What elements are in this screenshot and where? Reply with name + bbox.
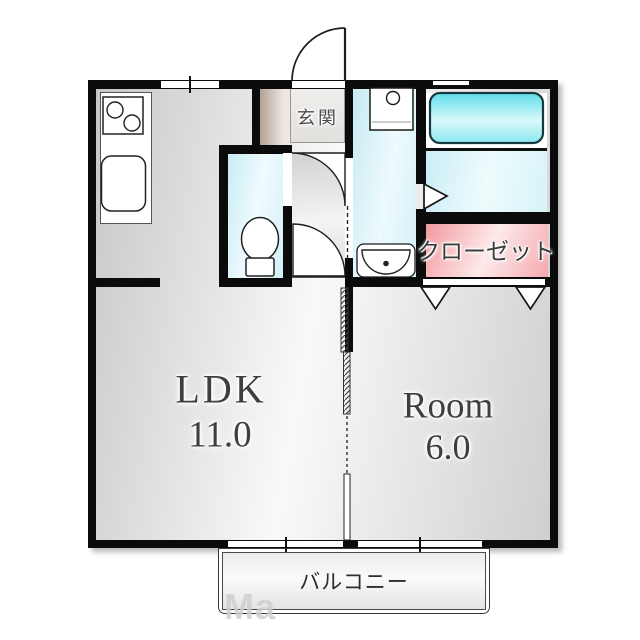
- bathroom-deck: [426, 93, 547, 148]
- closet-floor: [424, 224, 548, 277]
- wall-kitchen-stub: [88, 278, 160, 287]
- hallway-floor: [292, 153, 345, 277]
- window-tick-bottom-ldk: [285, 537, 287, 552]
- toilet-room-floor: [228, 153, 283, 278]
- entrance-door-arc-icon: [291, 27, 347, 82]
- wall-toilet-top: [219, 145, 292, 154]
- wall-right: [550, 80, 558, 548]
- wall-partition-segment: [345, 278, 353, 352]
- genkan-label: 玄関: [297, 108, 339, 128]
- genkan-floor: [290, 88, 345, 143]
- bathroom-floor: [426, 148, 547, 212]
- watermark-text: Ma: [224, 586, 277, 627]
- kitchen-counter: [100, 92, 152, 224]
- wall-bath-left-upper: [416, 89, 426, 184]
- ldk-size-label: 11.0: [188, 414, 252, 456]
- wall-hall-right-upper: [345, 80, 353, 158]
- balcony-label: バルコニー: [299, 571, 409, 594]
- window-tick-bottom-room: [419, 537, 421, 552]
- window-tick-top: [189, 76, 191, 93]
- balcony-area: バルコニー: [218, 548, 490, 614]
- wall-hall-right-lower: [345, 258, 353, 287]
- washroom-floor: [353, 89, 416, 277]
- wall-left: [88, 80, 96, 548]
- room-label: Room: [402, 385, 494, 427]
- wall-closet-left: [416, 209, 426, 287]
- window-bathroom: [432, 80, 470, 86]
- wall-toilet-bottom: [219, 278, 292, 287]
- wall-toilet-left: [219, 145, 228, 287]
- balcony-inner: バルコニー: [222, 552, 486, 610]
- wall-toilet-right: [283, 206, 292, 287]
- wall-genkan-left: [252, 89, 260, 153]
- closet-opening: [423, 279, 545, 285]
- wall-bath-bottom: [416, 212, 557, 224]
- entrance-opening: [292, 81, 345, 88]
- closet-label: クローゼット: [417, 238, 555, 264]
- room-size-label: 6.0: [425, 427, 471, 467]
- genkan-step-floor: [260, 89, 292, 153]
- ldk-label: LDK: [175, 366, 267, 412]
